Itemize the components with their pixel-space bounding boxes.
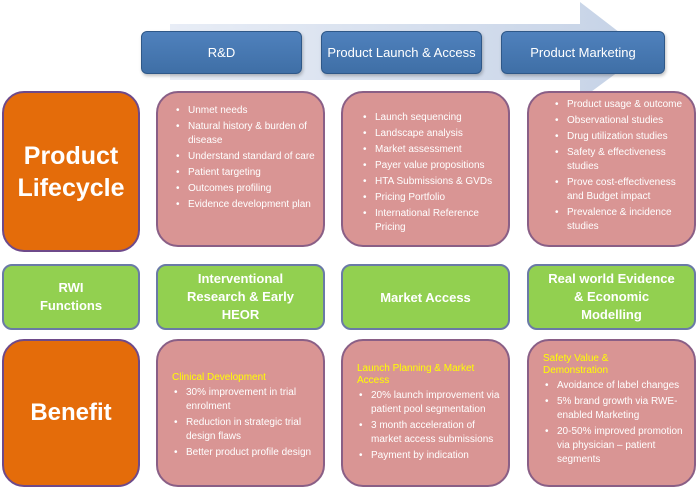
lifecycle-rnd-box: Unmet needs Natural history & burden of … bbox=[156, 91, 325, 247]
list-item: 30% improvement in trial enrolment bbox=[174, 386, 315, 414]
list-item: Evidence development plan bbox=[176, 198, 315, 212]
function-rwe: Real world Evidence & Economic Modelling bbox=[527, 264, 696, 330]
function-interventional: Interventional Research & Early HEOR bbox=[156, 264, 325, 330]
list-item: Prevalence & incidence studies bbox=[555, 206, 686, 234]
benefit-clinical-heading: Clinical Development bbox=[172, 372, 266, 383]
benefit-safety-box: Safety Value & Demonstration Avoidance o… bbox=[527, 339, 696, 487]
function-interventional-text: Interventional Research & Early HEOR bbox=[187, 271, 294, 322]
list-item: Understand standard of care bbox=[176, 150, 315, 164]
lifecycle-label: Product Lifecycle bbox=[2, 91, 140, 252]
functions-label: RWI Functions bbox=[2, 264, 140, 330]
lifecycle-rnd-list: Unmet needs Natural history & burden of … bbox=[176, 104, 315, 212]
list-item: Unmet needs bbox=[176, 104, 315, 118]
list-item: Better product profile design bbox=[174, 446, 315, 460]
benefit-launch-heading: Launch Planning & Market Access bbox=[357, 363, 475, 386]
list-item: Launch sequencing bbox=[363, 111, 500, 125]
list-item: Prove cost-effectiveness and Budget impa… bbox=[555, 176, 686, 204]
lifecycle-marketing-list: Product usage & outcome Observational st… bbox=[555, 98, 686, 234]
phase-rnd: R&D bbox=[141, 31, 302, 74]
list-item: Market assessment bbox=[363, 143, 500, 157]
list-item: International Reference Pricing bbox=[363, 207, 500, 235]
list-item: Avoidance of label changes bbox=[545, 379, 686, 393]
function-market-access: Market Access bbox=[341, 264, 510, 330]
lifecycle-launch-list: Launch sequencing Landscape analysis Mar… bbox=[363, 111, 500, 235]
list-item: Safety & effectiveness studies bbox=[555, 146, 686, 174]
list-item: Pricing Portfolio bbox=[363, 191, 500, 205]
phase-launch-access-label: Product Launch & Access bbox=[327, 45, 476, 60]
list-item: Observational studies bbox=[555, 114, 686, 128]
list-item: HTA Submissions & GVDs bbox=[363, 175, 500, 189]
benefit-launch-box: Launch Planning & Market Access 20% laun… bbox=[341, 339, 510, 487]
list-item: Payment by indication bbox=[359, 449, 500, 463]
benefit-clinical-box: Clinical Development 30% improvement in … bbox=[156, 339, 325, 487]
lifecycle-label-text: Product Lifecycle bbox=[17, 141, 125, 202]
function-rwe-text: Real world Evidence & Economic Modelling bbox=[548, 271, 675, 322]
list-item: Reduction in strategic trial design flaw… bbox=[174, 416, 315, 444]
benefit-label: Benefit bbox=[2, 339, 140, 487]
list-item: Payer value propositions bbox=[363, 159, 500, 173]
benefit-safety-heading: Safety Value & Demonstration bbox=[543, 353, 609, 376]
phase-launch-access: Product Launch & Access bbox=[321, 31, 482, 74]
list-item: Natural history & burden of disease bbox=[176, 120, 315, 148]
list-item: 5% brand growth via RWE-enabled Marketin… bbox=[545, 395, 686, 423]
benefit-safety-list: Avoidance of label changes 5% brand grow… bbox=[543, 379, 686, 467]
benefit-clinical-list: 30% improvement in trial enrolment Reduc… bbox=[172, 386, 315, 460]
list-item: Product usage & outcome bbox=[555, 98, 686, 112]
lifecycle-launch-box: Launch sequencing Landscape analysis Mar… bbox=[341, 91, 510, 247]
benefit-launch-list: 20% launch improvement via patient pool … bbox=[357, 389, 500, 463]
list-item: 20-50% improved promotion via physician … bbox=[545, 425, 686, 467]
list-item: Patient targeting bbox=[176, 166, 315, 180]
functions-label-text: RWI Functions bbox=[39, 280, 103, 313]
list-item: Landscape analysis bbox=[363, 127, 500, 141]
list-item: Drug utilization studies bbox=[555, 130, 686, 144]
list-item: Outcomes profiling bbox=[176, 182, 315, 196]
benefit-label-text: Benefit bbox=[30, 399, 112, 426]
list-item: 3 month acceleration of market access su… bbox=[359, 419, 500, 447]
phase-marketing: Product Marketing bbox=[501, 31, 665, 74]
phase-marketing-label: Product Marketing bbox=[530, 45, 636, 60]
lifecycle-marketing-box: Product usage & outcome Observational st… bbox=[527, 91, 696, 247]
phase-rnd-label: R&D bbox=[207, 45, 236, 60]
list-item: 20% launch improvement via patient pool … bbox=[359, 389, 500, 417]
function-market-access-text: Market Access bbox=[380, 289, 471, 305]
